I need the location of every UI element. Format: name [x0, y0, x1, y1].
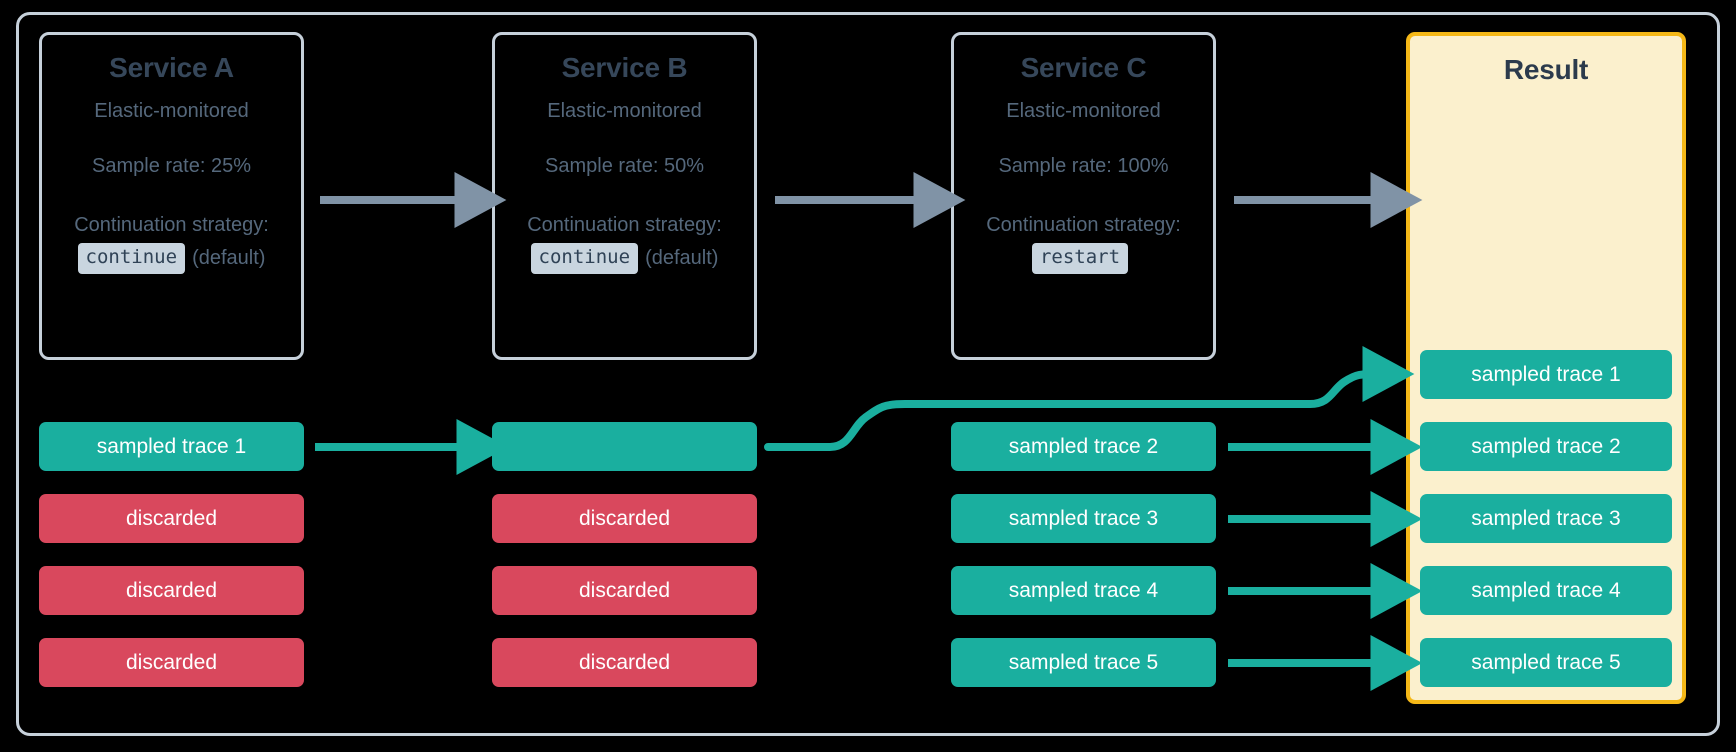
- result-trace-pill-2: sampled trace 2: [1420, 422, 1672, 471]
- result-trace-pill-5: sampled trace 5: [1420, 638, 1672, 687]
- trace-pill-a-1: sampled trace 1: [39, 422, 304, 471]
- service-b-title: Service B: [561, 52, 688, 83]
- trace-pill-a-2: discarded: [39, 494, 304, 543]
- service-a-subtitle: Elastic-monitored: [94, 99, 249, 122]
- trace-pill-c-1: sampled trace 2: [951, 422, 1216, 471]
- diagram-outer-frame: [16, 12, 1720, 736]
- result-trace-pill-4: sampled trace 4: [1420, 566, 1672, 615]
- service-a-strategy-row: continue (default): [56, 242, 287, 274]
- trace-pill-b-4: discarded: [492, 638, 757, 687]
- service-b-strategy-note: (default): [645, 246, 719, 269]
- service-c-subtitle: Elastic-monitored: [1006, 99, 1161, 122]
- service-b-subtitle: Elastic-monitored: [547, 99, 702, 122]
- service-b-strategy-value: continue: [530, 242, 639, 274]
- service-c-strategy-value: restart: [1031, 242, 1129, 274]
- trace-pill-a-3: discarded: [39, 566, 304, 615]
- service-c-title: Service C: [1020, 52, 1147, 83]
- trace-pill-b-1: [492, 422, 757, 471]
- trace-pill-a-4: discarded: [39, 638, 304, 687]
- service-card-a: Service A Elastic-monitored Sample rate:…: [39, 32, 304, 360]
- trace-pill-c-2: sampled trace 3: [951, 494, 1216, 543]
- service-b-sample-rate: Sample rate: 50%: [545, 154, 704, 177]
- service-a-sample-rate: Sample rate: 25%: [92, 154, 251, 177]
- service-c-sample-rate: Sample rate: 100%: [998, 154, 1169, 177]
- trace-pill-b-3: discarded: [492, 566, 757, 615]
- service-card-b: Service B Elastic-monitored Sample rate:…: [492, 32, 757, 360]
- service-card-c: Service C Elastic-monitored Sample rate:…: [951, 32, 1216, 360]
- service-c-strategy-row: restart: [968, 242, 1199, 274]
- result-trace-pill-3: sampled trace 3: [1420, 494, 1672, 543]
- service-a-strategy-label: Continuation strategy:: [74, 213, 269, 236]
- result-trace-pill-1: sampled trace 1: [1420, 350, 1672, 399]
- trace-pill-c-3: sampled trace 4: [951, 566, 1216, 615]
- result-title: Result: [1503, 54, 1589, 85]
- service-c-strategy-label: Continuation strategy:: [986, 213, 1181, 236]
- service-a-strategy-value: continue: [77, 242, 186, 274]
- service-a-title: Service A: [109, 52, 234, 83]
- service-a-strategy-note: (default): [192, 246, 266, 269]
- service-b-strategy-label: Continuation strategy:: [527, 213, 722, 236]
- trace-pill-b-2: discarded: [492, 494, 757, 543]
- trace-pill-c-4: sampled trace 5: [951, 638, 1216, 687]
- service-b-strategy-row: continue (default): [509, 242, 740, 274]
